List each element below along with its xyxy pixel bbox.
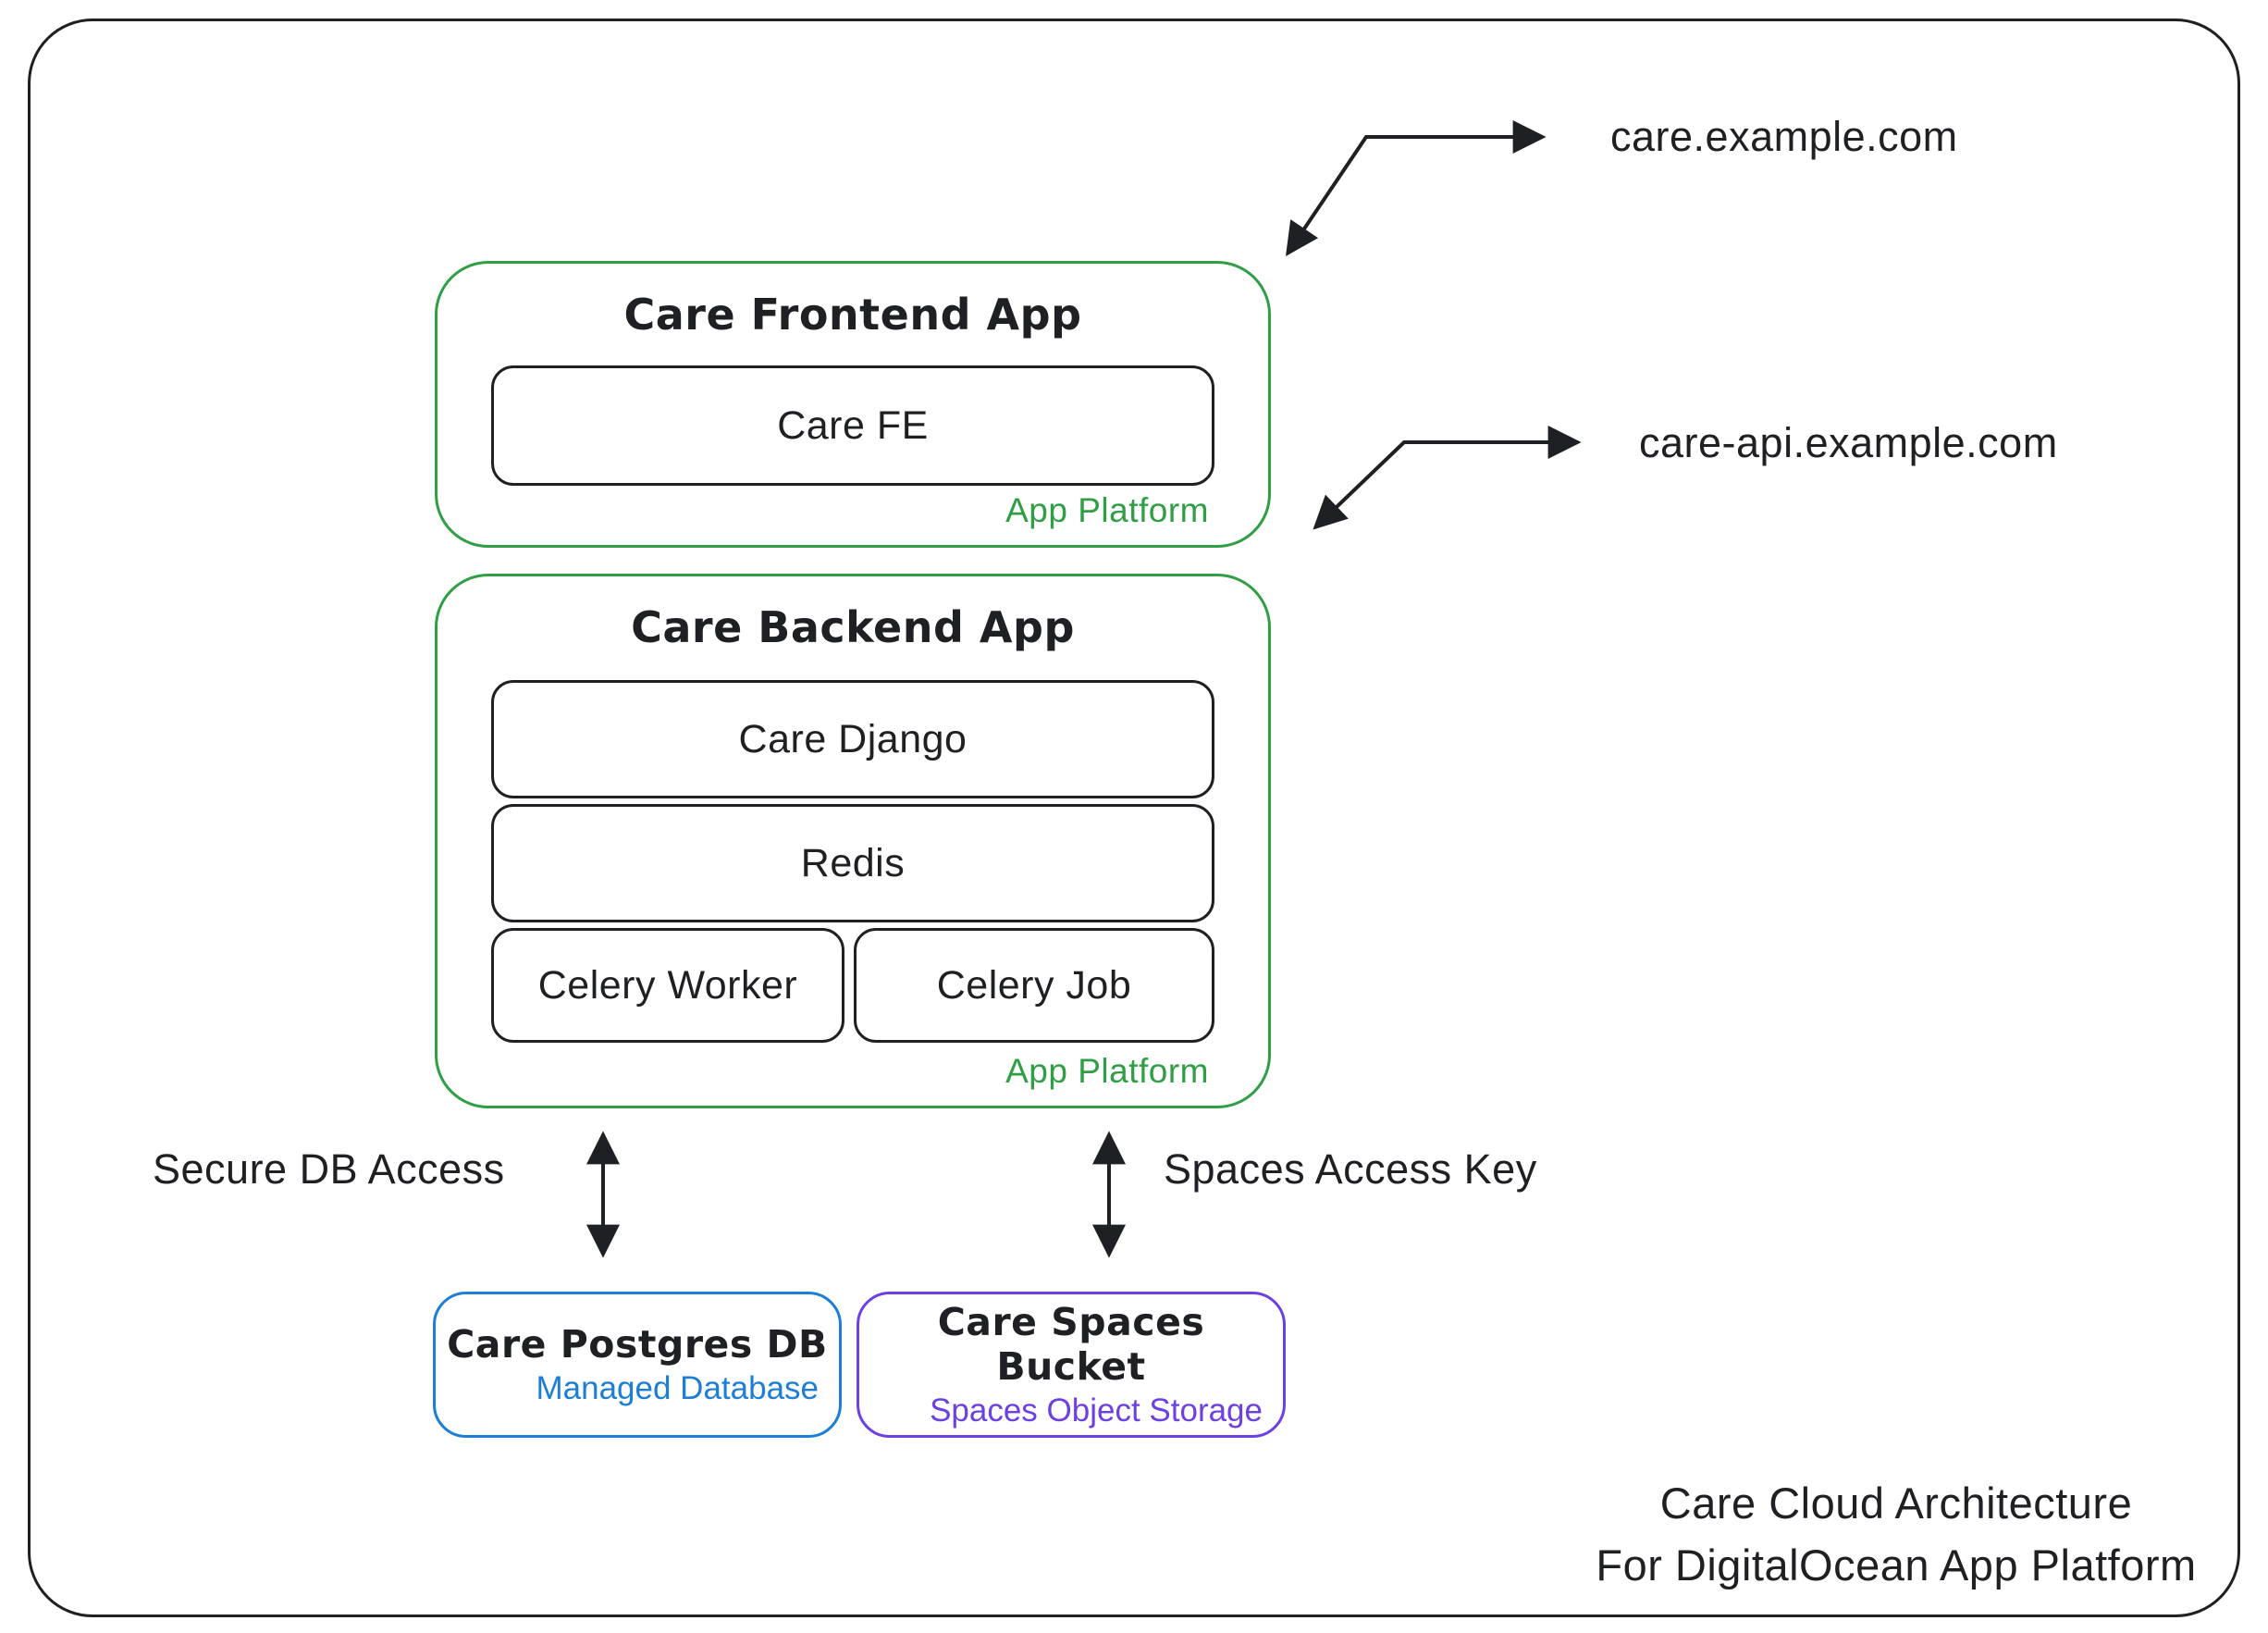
node-celery-job: Celery Job — [854, 928, 1214, 1043]
backend-app-group: Care Backend App Care Django Redis Celer… — [435, 574, 1271, 1108]
care-spaces-bucket-box: Care Spaces Bucket Spaces Object Storage — [857, 1292, 1286, 1438]
backend-domain-label: care-api.example.com — [1639, 419, 2058, 466]
node-celery-worker: Celery Worker — [491, 928, 844, 1043]
postgres-db-title: Care Postgres DB — [447, 1322, 828, 1367]
managed-database-label: Managed Database — [536, 1370, 820, 1406]
caption-line-1: Care Cloud Architecture — [1659, 1478, 2133, 1528]
backend-app-title: Care Backend App — [631, 602, 1075, 652]
care-postgres-db-box: Care Postgres DB Managed Database — [433, 1292, 842, 1438]
diagram-caption: Care Cloud Architecture For DigitalOcean… — [1517, 1473, 2268, 1596]
spaces-bucket-title: Care Spaces Bucket — [937, 1300, 1205, 1389]
node-redis: Redis — [491, 804, 1214, 922]
node-care-django: Care Django — [491, 680, 1214, 798]
backend-platform-label: App Platform — [1005, 1052, 1209, 1090]
frontend-platform-label: App Platform — [1005, 491, 1209, 529]
node-care-fe: Care FE — [491, 365, 1214, 486]
frontend-app-title: Care Frontend App — [623, 290, 1082, 340]
spaces-access-key-label: Spaces Access Key — [1164, 1145, 1537, 1193]
frontend-app-group: Care Frontend App Care FE App Platform — [435, 261, 1271, 548]
secure-db-access-label: Secure DB Access — [153, 1145, 505, 1193]
frontend-domain-label: care.example.com — [1610, 113, 1958, 160]
spaces-object-storage-label: Spaces Object Storage — [930, 1392, 1263, 1429]
caption-line-2: For DigitalOcean App Platform — [1596, 1540, 2197, 1590]
